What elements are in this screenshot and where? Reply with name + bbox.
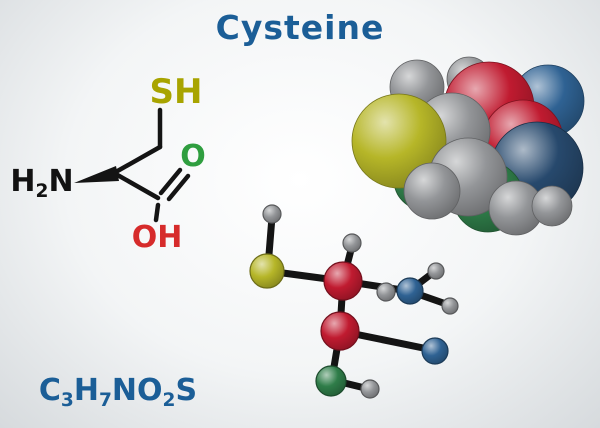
bond-line	[111, 144, 163, 176]
spacefill-atom-sphere	[531, 185, 573, 227]
carbonyl-oxygen-label: O	[180, 139, 206, 174]
thiol-label: SH	[149, 72, 203, 112]
bond-line	[111, 170, 161, 201]
ballstick-atom-sphere	[315, 365, 347, 397]
bond-line	[158, 167, 183, 196]
bond-line	[166, 173, 191, 202]
ballstick-atom-sphere	[320, 311, 360, 351]
spacefill-atom-sphere	[403, 162, 461, 220]
bond-line	[153, 202, 161, 223]
ballstick-atom-sphere	[421, 337, 449, 365]
ball-and-stick-model	[249, 204, 459, 399]
ballstick-atom-sphere	[396, 277, 424, 305]
structural-formula	[74, 107, 191, 223]
hydroxyl-label: OH	[131, 220, 183, 255]
wedge-bond	[74, 166, 119, 183]
ballstick-atom-sphere	[249, 253, 285, 289]
page-title: Cysteine	[215, 8, 385, 47]
ballstick-atom-sphere	[427, 262, 445, 280]
ballstick-atom-sphere	[360, 379, 380, 399]
ballstick-atom-sphere	[441, 297, 459, 315]
space-filling-model	[351, 56, 585, 236]
ballstick-atom-sphere	[376, 282, 396, 302]
ballstick-atom-sphere	[342, 233, 362, 253]
ballstick-atom-sphere	[262, 204, 282, 224]
amine-label: H2N	[10, 164, 74, 202]
molecular-formula: C3H7NO2S	[38, 373, 198, 411]
ballstick-atom-sphere	[323, 261, 363, 301]
